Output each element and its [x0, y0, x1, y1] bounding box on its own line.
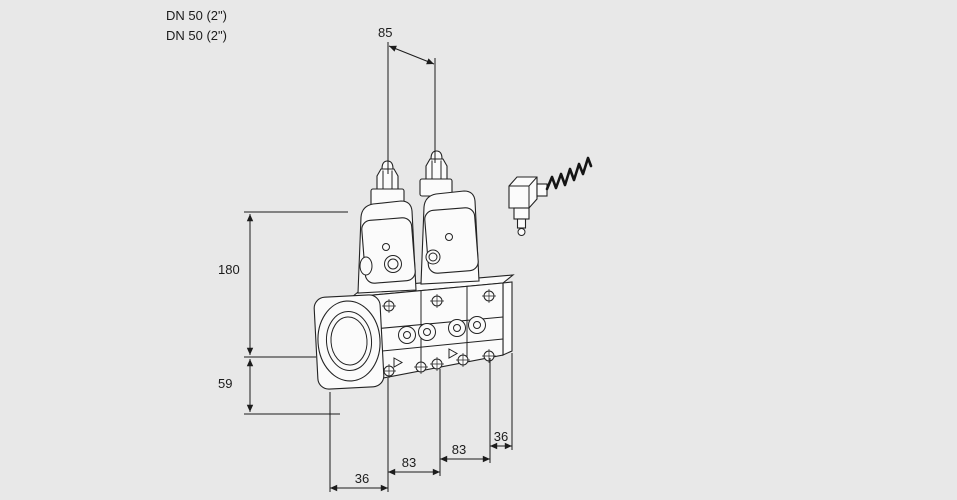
actuator-left-cover-panel	[361, 217, 416, 284]
cable-plug-accessory	[508, 156, 593, 236]
bolt	[430, 294, 444, 308]
dim-36-left-label: 36	[355, 471, 369, 486]
test-port-center	[423, 328, 431, 336]
plug-body	[513, 207, 530, 220]
bolt	[430, 357, 444, 371]
bolt	[482, 289, 496, 303]
dimension-180: 180	[218, 211, 348, 358]
solenoid-actuator-left	[357, 160, 417, 294]
cable-gland	[536, 183, 548, 197]
dn-label-2: DN 50 (2")	[166, 28, 227, 43]
actuator-left-cover-screw	[382, 243, 390, 251]
dimension-85: 85	[378, 25, 436, 174]
flow-arrow-icon	[393, 357, 404, 368]
body-fasteners	[382, 289, 496, 378]
actuator-right-hex-nut	[425, 158, 448, 180]
connection-size-labels: DN 50 (2") DN 50 (2")	[166, 8, 227, 43]
bolt	[456, 353, 470, 367]
flow-direction-arrows	[393, 348, 459, 368]
dn-label-1: DN 50 (2")	[166, 8, 227, 23]
test-port-center	[403, 331, 411, 339]
dimension-line	[388, 45, 435, 65]
actuator-right-hex-facets	[431, 160, 442, 179]
bolt	[482, 349, 496, 363]
actuator-left-gland-ring-inner	[387, 258, 399, 270]
dim-180-label: 180	[218, 262, 240, 277]
test-port-center	[473, 321, 481, 329]
actuator-right-top-knob	[430, 150, 443, 160]
dimension-bottom-chain: 36 83 83 36	[329, 353, 513, 492]
bolt	[382, 364, 396, 378]
pressure-test-ports	[398, 316, 486, 344]
actuator-right-gland-ring-inner	[428, 252, 438, 262]
actuator-left-hex-facets	[382, 170, 393, 189]
plug-stem	[516, 218, 527, 229]
body-right-flange-face	[502, 281, 513, 356]
bolt	[414, 360, 428, 374]
dim-83-a-label: 83	[402, 455, 416, 470]
bolt	[382, 299, 396, 313]
plug-screw	[517, 228, 526, 236]
actuator-right-cover-screw	[445, 233, 453, 241]
flange-bore	[330, 316, 368, 366]
coiled-cable	[545, 156, 593, 191]
dim-85-label: 85	[378, 25, 392, 40]
flow-arrow-icon	[448, 348, 459, 359]
dim-59-label: 59	[218, 376, 232, 391]
solenoid-actuator-right	[419, 150, 480, 285]
dim-36-right-label: 36	[494, 429, 508, 444]
dim-83-b-label: 83	[452, 442, 466, 457]
dimension-59: 59	[218, 359, 340, 415]
actuator-left-side-boss	[359, 256, 373, 276]
connector-box-edges	[509, 176, 538, 208]
inlet-flange	[313, 294, 385, 390]
test-port-center	[453, 324, 461, 332]
